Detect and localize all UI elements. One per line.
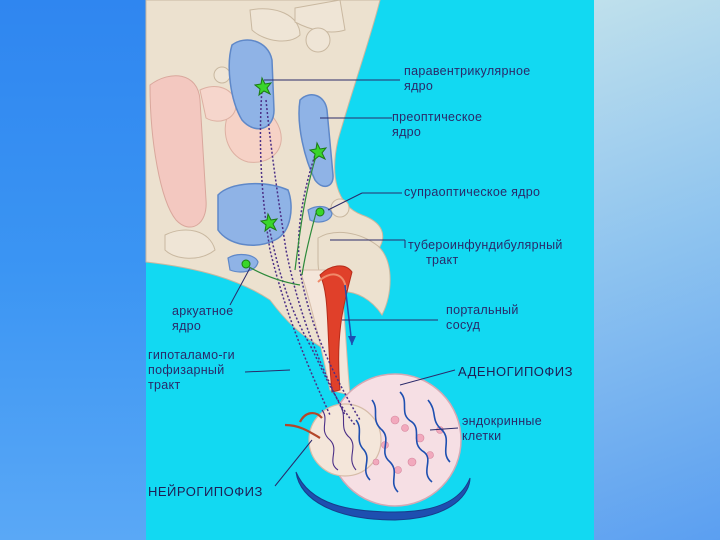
label-tuberoinfundibular: тубероинфундибулярный тракт — [408, 238, 563, 268]
label-neurohypophysis: НЕЙРОГИПОФИЗ — [148, 484, 263, 499]
label-hypothalamo-hypophyseal: гипоталамо-ги пофизарный тракт — [148, 348, 235, 393]
label-endocrine-cells: эндокринные клетки — [462, 414, 542, 444]
label-supraoptic: супраоптическое ядро — [404, 185, 540, 200]
label-portal-vessel: портальный сосуд — [446, 303, 519, 333]
label-paraventricular: паравентрикулярное ядро — [404, 64, 530, 94]
label-adenohypophysis: АДЕНОГИПОФИЗ — [458, 364, 573, 379]
label-arcuate: аркуатное ядро — [172, 304, 234, 334]
label-preoptic: преоптическое ядро — [392, 110, 482, 140]
supraoptic-nucleus — [218, 184, 291, 246]
